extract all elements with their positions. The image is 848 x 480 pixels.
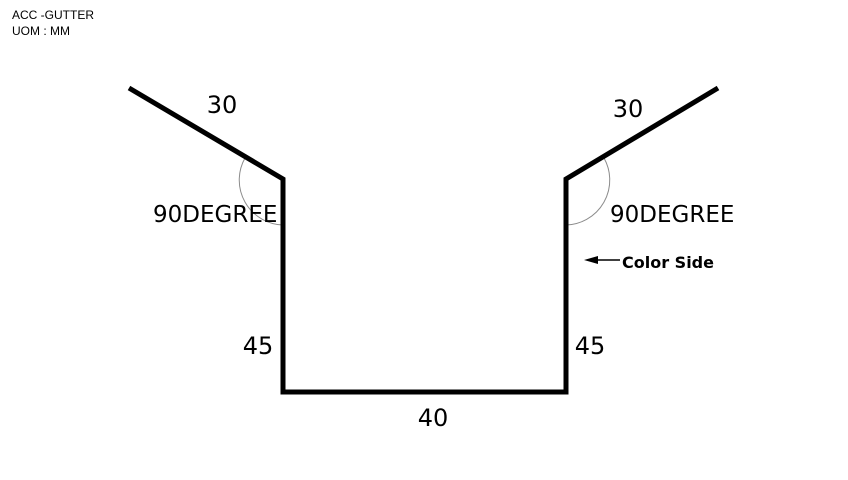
right-angle-label: 90DEGREE (610, 202, 734, 228)
right-angle-arc (565, 157, 611, 226)
left-wall-height: 45 (243, 332, 274, 360)
drawing-header: ACC -GUTTER UOM : MM (12, 7, 94, 39)
base-width: 40 (418, 404, 449, 432)
gutter-profile-line (127, 85, 720, 395)
color-side-arrow-icon (584, 256, 598, 264)
left-flange-length: 30 (207, 91, 238, 119)
left-angle-label: 90DEGREE (153, 202, 277, 228)
right-flange-length: 30 (613, 95, 644, 123)
right-wall-height: 45 (575, 332, 606, 360)
left-angle-arc (238, 157, 284, 226)
profile-title: ACC -GUTTER (12, 8, 94, 22)
color-side-label: Color Side (622, 253, 714, 272)
unit-of-measure: UOM : MM (12, 24, 70, 38)
